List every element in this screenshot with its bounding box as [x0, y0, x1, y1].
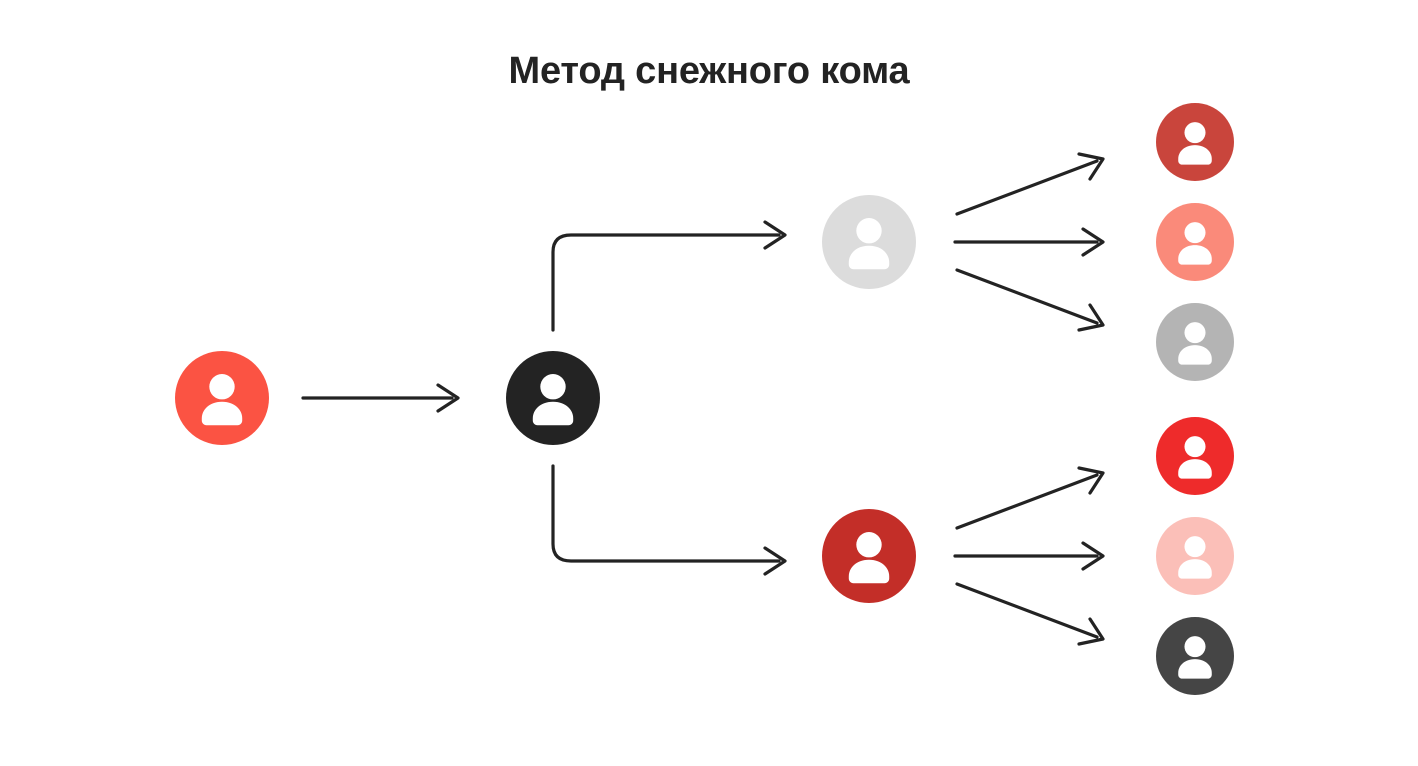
arrow-seed-to-hub: [301, 383, 460, 413]
arrow-upper-to-leaf-1: [955, 152, 1105, 216]
person-icon: [822, 509, 916, 603]
person-icon: [1156, 203, 1234, 281]
arrow-upper-to-leaf-3: [955, 268, 1105, 332]
arrow-lower-to-leaf-5: [953, 541, 1105, 571]
arrow-lower-to-leaf-6: [955, 582, 1105, 646]
page-title: Метод снежного кома: [508, 50, 910, 92]
node-leaf-3[interactable]: [1156, 303, 1234, 381]
arrow-lower-to-leaf-4: [955, 466, 1105, 530]
node-hub[interactable]: [506, 351, 600, 445]
node-leaf-5[interactable]: [1156, 517, 1234, 595]
node-seed[interactable]: [175, 351, 269, 445]
person-icon: [1156, 303, 1234, 381]
person-icon: [1156, 617, 1234, 695]
person-icon: [1156, 103, 1234, 181]
person-icon: [506, 351, 600, 445]
person-icon: [1156, 517, 1234, 595]
node-branch-lower[interactable]: [822, 509, 916, 603]
arrow-hub-to-lower: [551, 464, 787, 576]
node-branch-upper[interactable]: [822, 195, 916, 289]
person-icon: [1156, 417, 1234, 495]
arrow-hub-to-upper: [551, 220, 787, 332]
person-icon: [822, 195, 916, 289]
node-leaf-1[interactable]: [1156, 103, 1234, 181]
person-icon: [175, 351, 269, 445]
node-leaf-6[interactable]: [1156, 617, 1234, 695]
arrow-upper-to-leaf-2: [953, 227, 1105, 257]
node-leaf-4[interactable]: [1156, 417, 1234, 495]
node-leaf-2[interactable]: [1156, 203, 1234, 281]
